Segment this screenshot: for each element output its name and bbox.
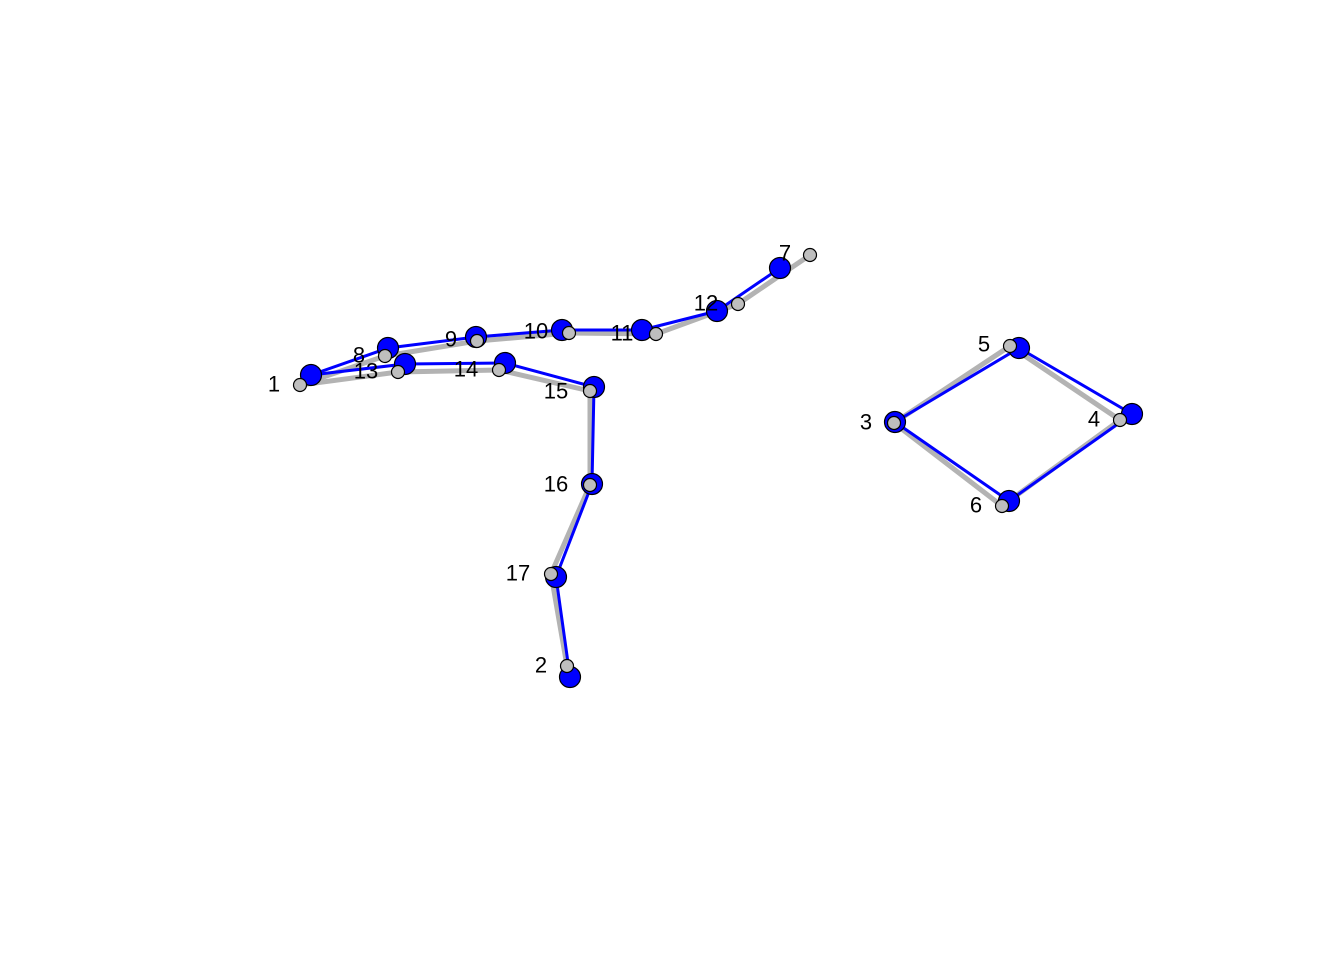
landmark-label-13: 13 bbox=[354, 359, 378, 384]
target-link-5-4 bbox=[1017, 346, 1134, 416]
reference-point-12 bbox=[730, 296, 746, 312]
landmark-label-4: 4 bbox=[1088, 407, 1100, 432]
reference-point-8 bbox=[377, 348, 393, 364]
landmark-label-15: 15 bbox=[544, 379, 568, 404]
reference-point-3 bbox=[886, 415, 902, 431]
reference-point-16 bbox=[582, 477, 598, 493]
target-link-3-5 bbox=[893, 346, 1021, 424]
target-point-12 bbox=[705, 299, 729, 323]
target-link-4-6 bbox=[1007, 412, 1134, 503]
landmark-label-10: 10 bbox=[524, 319, 548, 344]
landmark-label-2: 2 bbox=[535, 653, 547, 678]
landmark-label-5: 5 bbox=[978, 332, 990, 357]
reference-link-12-7 bbox=[735, 252, 813, 307]
landmark-label-17: 17 bbox=[506, 561, 530, 586]
reference-point-6 bbox=[994, 498, 1010, 514]
reference-link-5-4 bbox=[1007, 343, 1123, 423]
landmark-label-16: 16 bbox=[544, 472, 568, 497]
reference-point-7 bbox=[802, 247, 818, 263]
reference-point-15 bbox=[582, 383, 598, 399]
landmark-label-3: 3 bbox=[860, 410, 872, 435]
reference-point-4 bbox=[1112, 412, 1128, 428]
target-link-8-9 bbox=[386, 335, 478, 350]
target-link-16-17 bbox=[554, 482, 594, 579]
reference-points bbox=[292, 247, 1128, 674]
reference-link-6-3 bbox=[891, 420, 1005, 509]
target-point-1 bbox=[299, 363, 323, 387]
target-points bbox=[299, 256, 1144, 689]
target-link-11-12 bbox=[640, 309, 719, 332]
reference-links bbox=[297, 252, 1123, 669]
reference-link-17-2 bbox=[548, 571, 570, 669]
reference-point-9 bbox=[469, 333, 485, 349]
landmark-label-8: 8 bbox=[353, 343, 365, 368]
landmark-label-1: 1 bbox=[268, 372, 280, 397]
reference-point-5 bbox=[1002, 338, 1018, 354]
landmark-label-12: 12 bbox=[694, 291, 718, 316]
landmark-label-7: 7 bbox=[779, 241, 791, 266]
reference-point-11 bbox=[648, 326, 664, 342]
reference-point-17 bbox=[543, 566, 559, 582]
target-link-6-3 bbox=[893, 420, 1011, 503]
target-point-11 bbox=[630, 318, 654, 342]
target-link-1-8 bbox=[309, 346, 390, 377]
target-link-14-15 bbox=[503, 361, 596, 389]
landmark-label-9: 9 bbox=[445, 327, 457, 352]
reference-point-1 bbox=[292, 377, 308, 393]
reference-point-13 bbox=[390, 364, 406, 380]
reference-link-16-17 bbox=[548, 482, 593, 577]
reference-point-2 bbox=[559, 658, 575, 674]
target-link-12-7 bbox=[715, 266, 782, 313]
reference-point-10 bbox=[561, 325, 577, 341]
reference-link-8-9 bbox=[382, 338, 480, 359]
target-link-1-13 bbox=[309, 362, 407, 377]
target-point-7 bbox=[768, 256, 792, 280]
target-links bbox=[309, 266, 1134, 679]
landmark-label-11: 11 bbox=[611, 321, 634, 346]
reference-point-14 bbox=[491, 362, 507, 378]
target-link-9-10 bbox=[474, 328, 564, 339]
landmark-label-14: 14 bbox=[454, 357, 478, 382]
landmark-label-6: 6 bbox=[970, 493, 982, 518]
reference-link-13-14 bbox=[395, 367, 502, 375]
reference-link-14-15 bbox=[496, 367, 593, 394]
target-link-13-14 bbox=[403, 361, 507, 366]
target-link-15-16 bbox=[590, 385, 596, 486]
